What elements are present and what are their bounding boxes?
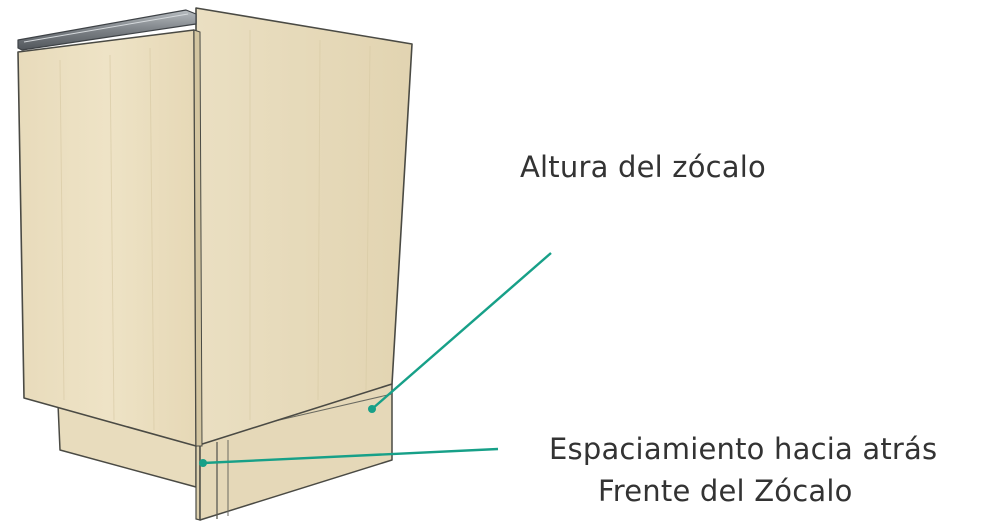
label-plinth-height: Altura del zócalo	[520, 150, 766, 184]
handle-highlight	[23, 13, 189, 43]
callout-dot-plinth-height	[368, 405, 376, 413]
label-plinth-front: Frente del Zócalo	[598, 474, 853, 508]
label-back-spacing: Espaciamiento hacia atrás	[549, 432, 938, 466]
callout-line-plinth-height	[371, 252, 552, 410]
wood-grain	[59, 30, 371, 431]
callout-line-plinth-front	[202, 447, 499, 465]
callout-dot-plinth-front	[199, 459, 207, 467]
cabinet-side-panel	[195, 7, 413, 447]
callouts	[199, 252, 552, 467]
cabinet-body	[17, 7, 413, 447]
cabinet-door	[17, 29, 197, 447]
door-edge	[193, 29, 203, 447]
